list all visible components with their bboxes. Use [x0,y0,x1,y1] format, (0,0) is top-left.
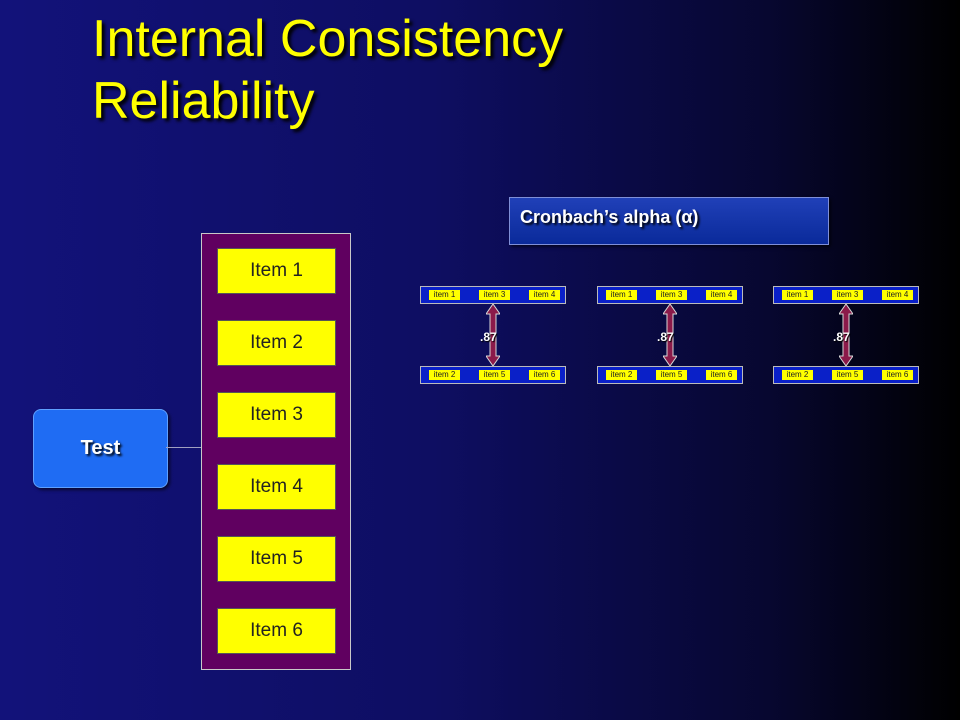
split-top-row: item 1 item 3 item 4 [420,286,566,304]
mini-item: item 3 [656,290,687,300]
split-comparison-1: item 1 item 3 item 4 .87 item 2 item 5 i… [420,286,566,457]
split-top-row: item 1 item 3 item 4 [773,286,919,304]
mini-item: item 5 [656,370,687,380]
cronbach-alpha-label: Cronbach’s alpha (α) [509,197,829,245]
mini-item: item 4 [882,290,913,300]
split-bottom-row: item 2 item 5 item 6 [773,366,919,384]
mini-item: item 5 [479,370,510,380]
mini-item: item 1 [606,290,637,300]
double-arrow-icon [663,304,677,366]
mini-item: item 3 [479,290,510,300]
slide-title: Internal Consistency Reliability [92,8,563,132]
mini-item: item 1 [429,290,460,300]
alpha-value: .87 [833,330,850,344]
mini-item: item 3 [832,290,863,300]
split-top-row: item 1 item 3 item 4 [597,286,743,304]
mini-item: item 1 [782,290,813,300]
mini-item: item 2 [429,370,460,380]
double-arrow-icon [839,304,853,366]
mini-item: item 5 [832,370,863,380]
mini-item: item 2 [782,370,813,380]
double-arrow-icon [486,304,500,366]
test-connector-line [166,447,201,448]
mini-item: item 4 [706,290,737,300]
mini-item: item 2 [606,370,637,380]
mini-item: item 6 [529,370,560,380]
split-bottom-row: item 2 item 5 item 6 [597,366,743,384]
alpha-value: .87 [480,330,497,344]
item-box-1: Item 1 [217,248,336,294]
item-box-3: Item 3 [217,392,336,438]
split-comparison-3: item 1 item 3 item 4 .87 item 2 item 5 i… [773,286,919,457]
items-panel: Item 1 Item 2 Item 3 Item 4 Item 5 Item … [201,233,351,670]
mini-item: item 6 [706,370,737,380]
split-comparison-2: item 1 item 3 item 4 .87 item 2 item 5 i… [597,286,743,457]
mini-item: item 6 [882,370,913,380]
title-line-2: Reliability [92,72,315,130]
item-box-5: Item 5 [217,536,336,582]
item-box-4: Item 4 [217,464,336,510]
item-box-6: Item 6 [217,608,336,654]
item-box-2: Item 2 [217,320,336,366]
mini-item: item 4 [529,290,560,300]
alpha-value: .87 [657,330,674,344]
title-line-1: Internal Consistency [92,10,564,68]
split-bottom-row: item 2 item 5 item 6 [420,366,566,384]
test-box: Test [33,409,168,488]
